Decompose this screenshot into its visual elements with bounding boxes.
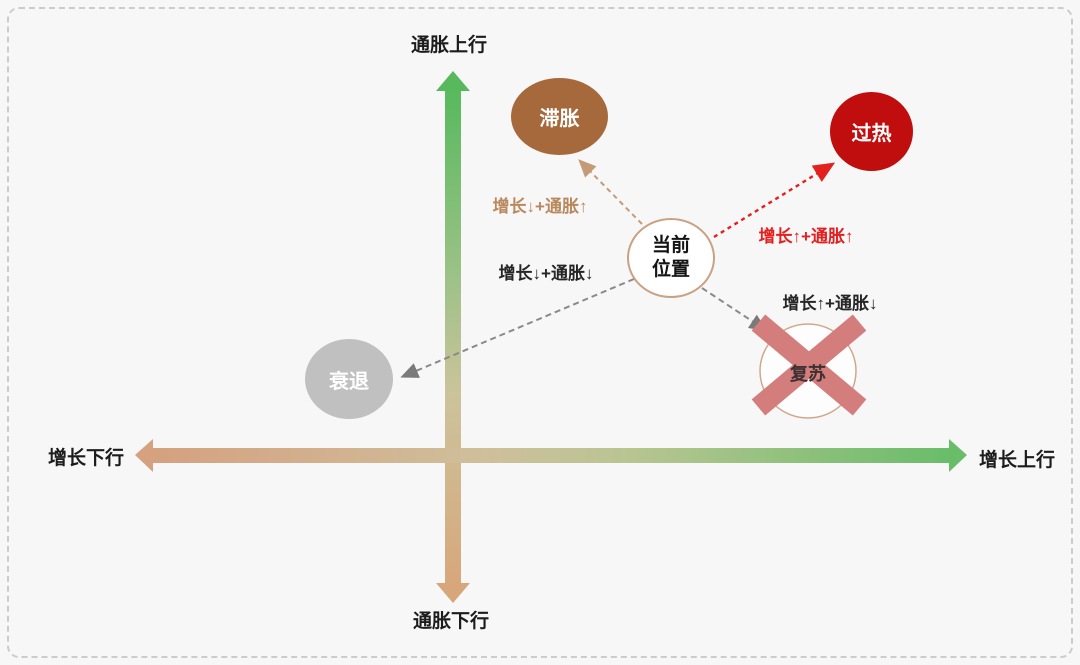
node-stagflation: 滞胀 — [511, 78, 608, 155]
y-axis-down-arrowhead-icon — [436, 583, 470, 603]
x-axis-right-label: 增长上行 — [978, 450, 1055, 471]
node-overheat: 过热 — [830, 92, 913, 171]
y-axis-bar — [445, 86, 461, 586]
x-axis-bar — [151, 448, 951, 463]
node-current-position: 当前 位置 — [627, 218, 715, 298]
node-current-position-label: 当前 位置 — [652, 234, 690, 282]
transition-label-to-overheat: 增长↑+通胀↑ — [758, 227, 854, 246]
node-recovery-label: 复苏 — [790, 364, 826, 384]
arrow-to-recession — [400, 278, 635, 378]
y-axis-top-label: 通胀上行 — [410, 35, 487, 56]
current-label-line2: 位置 — [651, 259, 690, 280]
x-mark-icon — [751, 314, 867, 416]
node-stagflation-label: 滞胀 — [539, 108, 580, 130]
node-recession: 衰退 — [305, 339, 393, 419]
x-axis-left-label: 增长下行 — [47, 448, 124, 469]
y-axis-bottom-label: 通胀下行 — [412, 611, 489, 632]
y-axis-up-arrowhead-icon — [436, 71, 470, 91]
node-overheat-label: 过热 — [851, 123, 892, 145]
transition-label-to-stagflation: 增长↓+通胀↑ — [492, 197, 588, 216]
x-axis-right-arrowhead-icon — [949, 439, 967, 472]
transition-label-to-recession: 增长↓+通胀↓ — [498, 264, 594, 283]
arrow-to-recovery — [701, 287, 768, 332]
arrow-to-overheat — [713, 162, 836, 239]
x-axis-left-arrowhead-icon — [135, 439, 153, 472]
current-label-line1: 当前 — [651, 235, 690, 257]
transition-label-to-recovery: 增长↑+通胀↓ — [782, 294, 878, 313]
node-recession-label: 衰退 — [329, 370, 369, 393]
arrow-to-stagflation — [578, 159, 643, 225]
